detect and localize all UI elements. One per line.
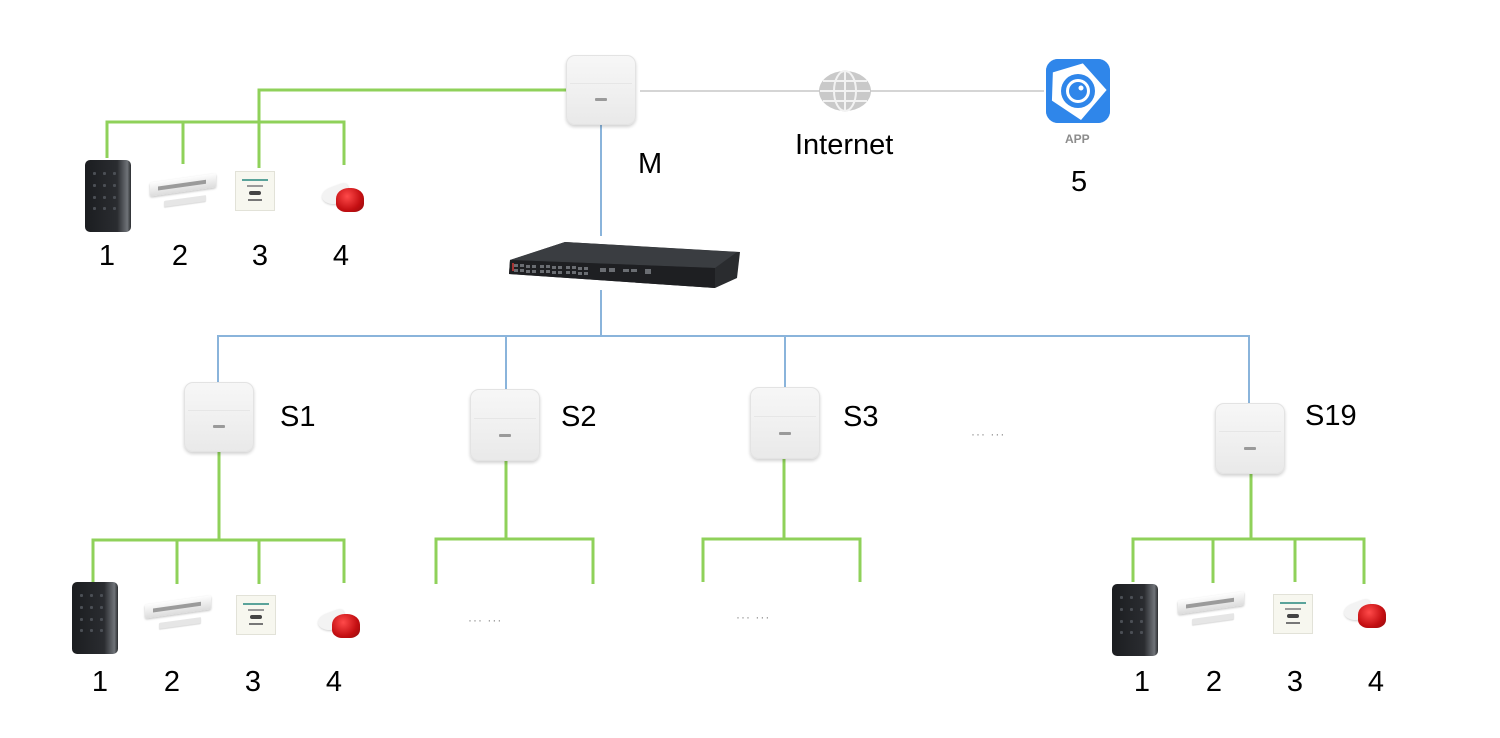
siren-icon [1341,596,1388,630]
app-number: 5 [1071,166,1088,198]
s19-device-bus [1131,474,1366,584]
magnetic-lock-icon [1178,591,1248,628]
app-eye-glyph [1046,59,1110,123]
main-device-bus [105,88,566,168]
more-controllers-ellipsis: ··· ··· [971,427,1006,441]
sub-controller-s1[interactable] [184,382,254,452]
switch-to-subcontrollers-bus [217,290,1250,404]
s2-device-bus [434,461,595,584]
device-number: 1 [1133,666,1151,698]
device-number: 4 [1367,666,1385,698]
card-reader-icon [85,160,131,232]
s1-device-bus [91,452,346,584]
magnetic-lock-icon [150,173,220,210]
s2-devices-ellipsis: ··· ··· [468,613,503,627]
internet-label: Internet [795,129,894,161]
device-number: 2 [171,240,189,272]
sub-controller-label: S1 [280,401,316,433]
siren-icon [319,180,366,214]
device-number: 3 [1286,666,1304,698]
device-number: 3 [251,240,269,272]
sub-controller-label: S19 [1305,400,1357,432]
sub-controller-s2[interactable] [470,389,540,461]
main-controller-label: M [638,148,663,180]
device-number: 1 [98,240,116,272]
s3-devices-ellipsis: ··· ··· [736,610,771,624]
globe-icon [819,70,871,112]
magnetic-lock-icon [145,595,215,632]
app-caption: APP [1065,132,1090,146]
sub-controller-label: S2 [561,401,597,433]
exit-button-icon [236,172,274,210]
device-number: 2 [1205,666,1223,698]
exit-button-icon [237,596,275,634]
app-eye-icon[interactable] [1046,59,1110,123]
keypad [93,172,119,214]
card-reader-icon [1112,584,1158,656]
device-number: 4 [332,240,350,272]
device-number: 2 [163,666,181,698]
device-number: 4 [325,666,343,698]
card-reader-icon [72,582,118,654]
sub-controller-s19[interactable] [1215,403,1285,474]
siren-icon [315,606,362,640]
controller-seam [570,83,632,84]
exit-button-icon [1274,595,1312,633]
brand-logo [595,98,607,102]
device-number: 3 [244,666,262,698]
main-controller[interactable] [566,55,636,125]
sub-controller-s3[interactable] [750,387,820,459]
poe-switch-icon[interactable] [505,238,740,290]
device-number: 1 [91,666,109,698]
sub-controller-label: S3 [843,401,879,433]
s3-device-bus [701,459,862,582]
